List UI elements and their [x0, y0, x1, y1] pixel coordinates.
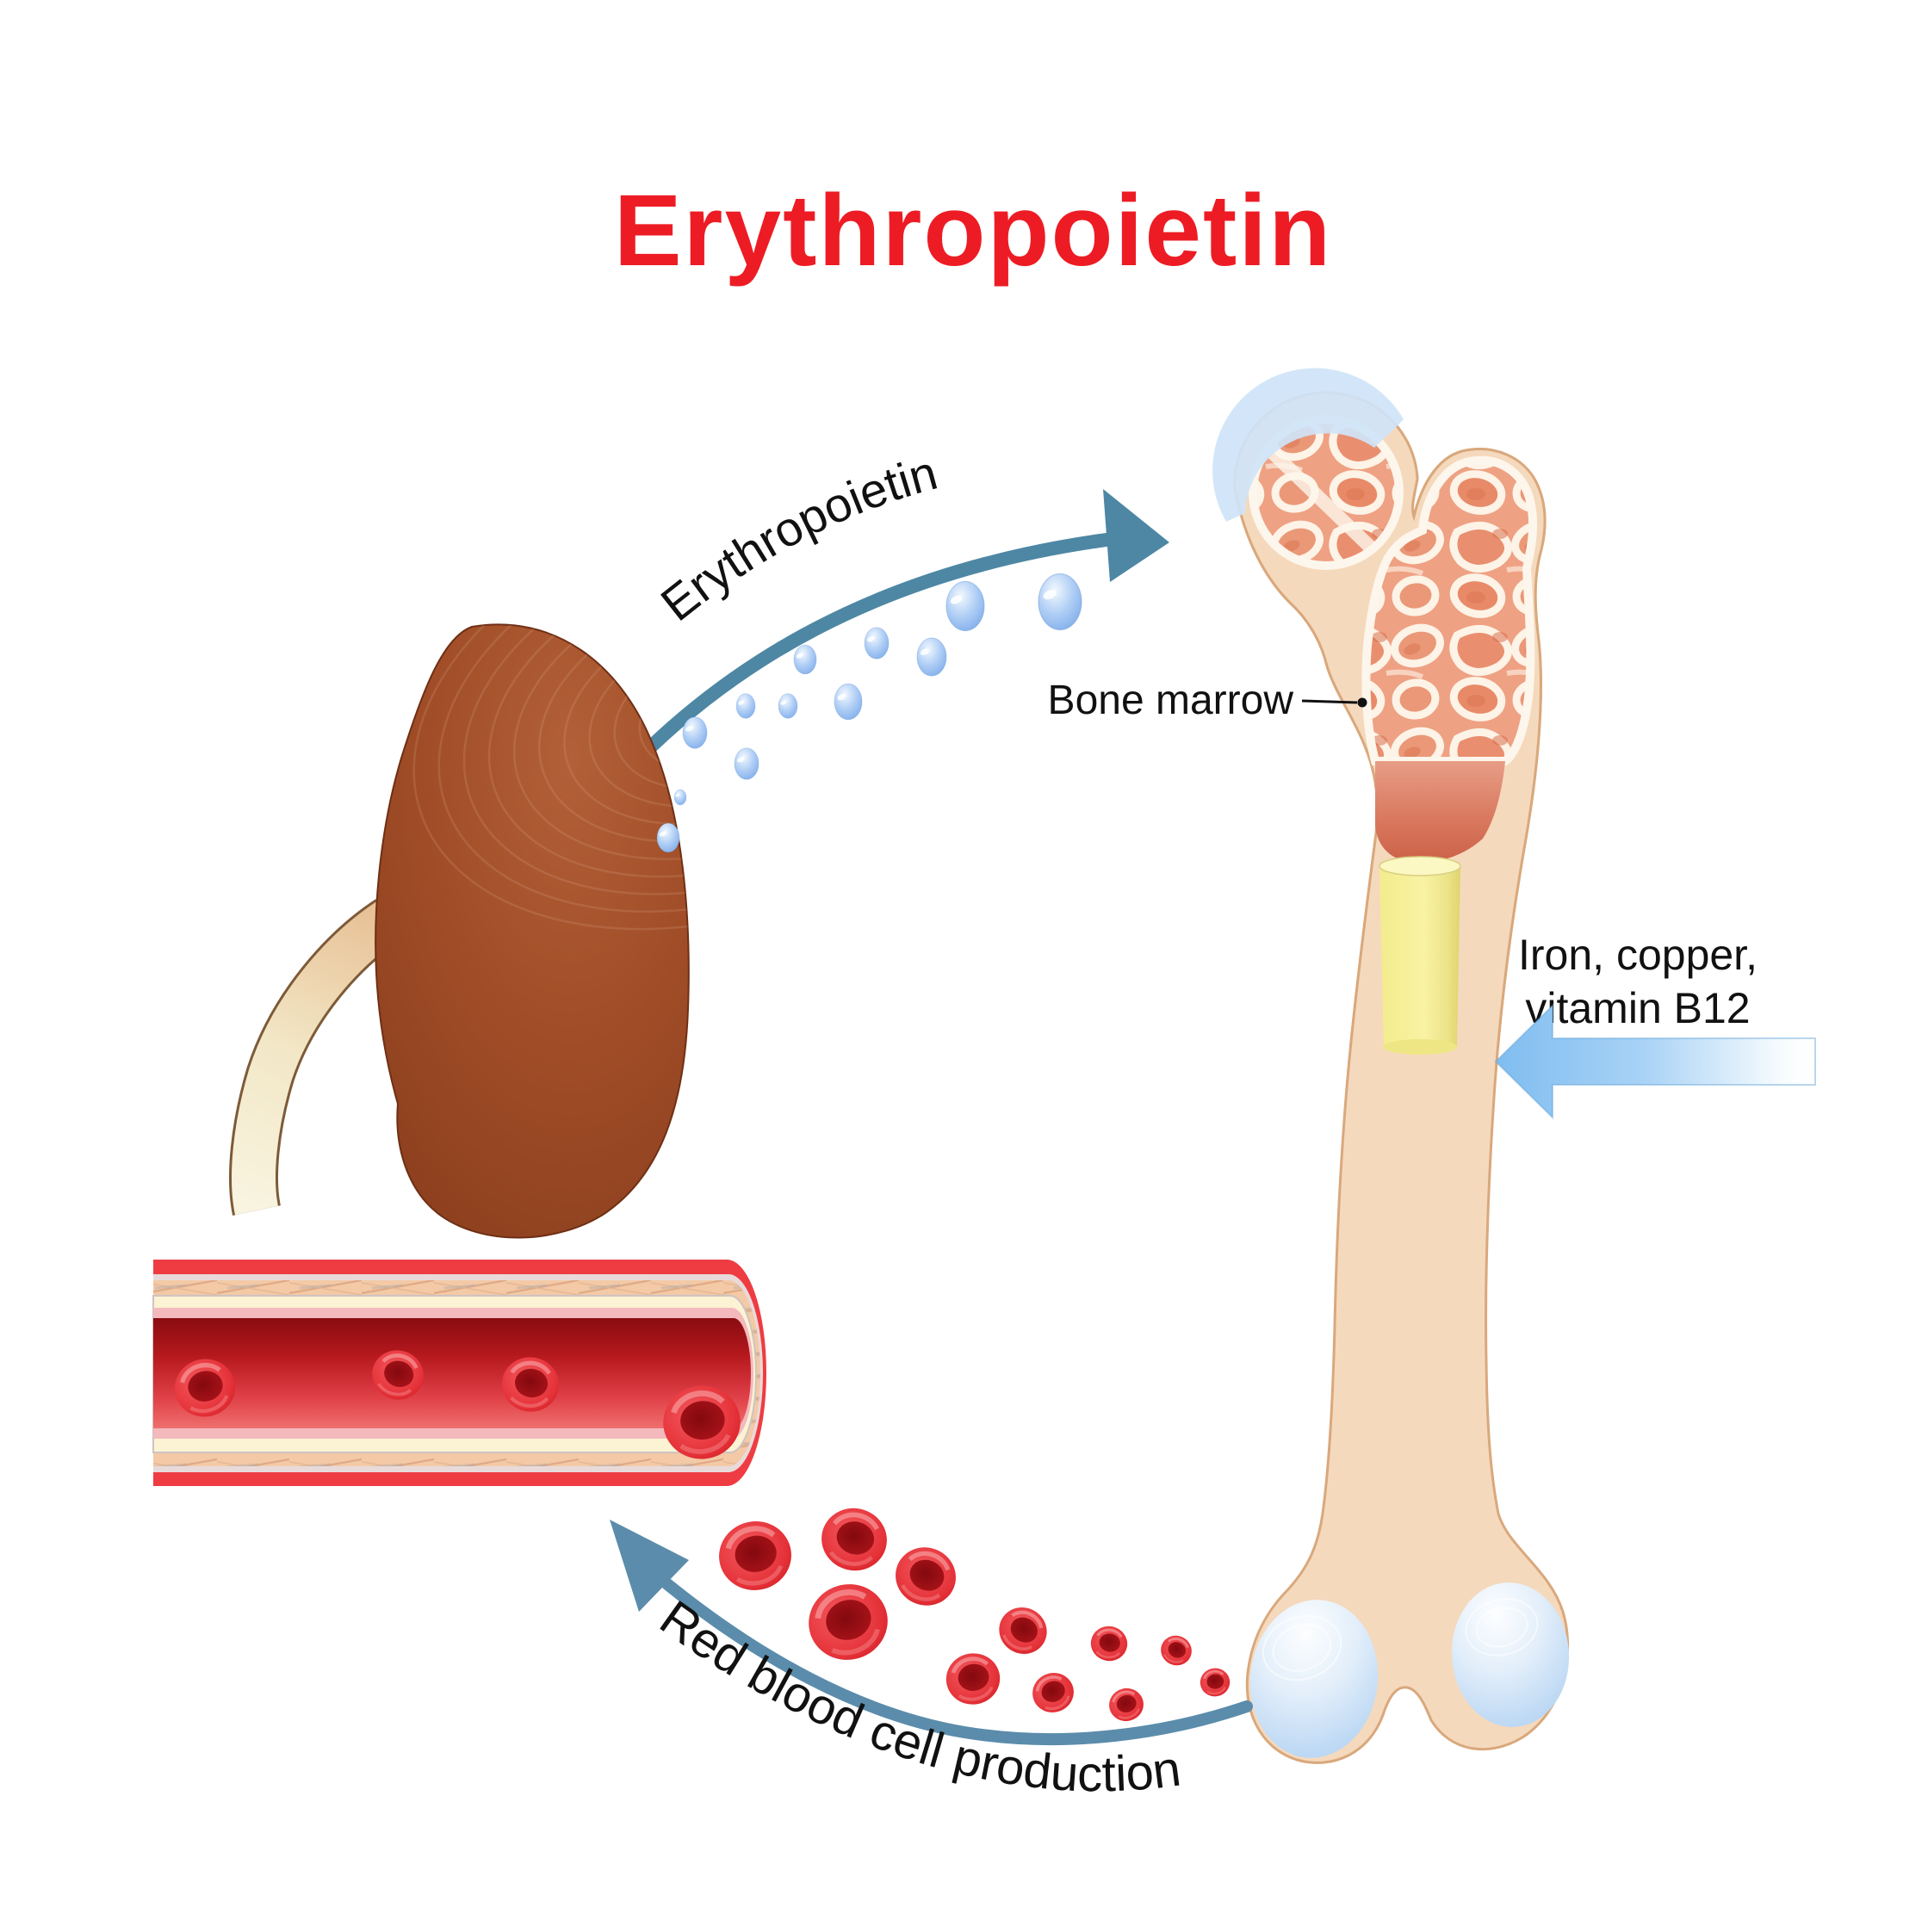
epo-droplet-icon: [656, 822, 680, 853]
epo-droplet-icon: [793, 644, 817, 675]
bone-marrow-pointer-dot: [1357, 697, 1367, 708]
bone-marrow-pointer-line: [1301, 699, 1358, 704]
kidney-striation-texture: [412, 624, 689, 931]
femur-illustration: [1212, 368, 1570, 1764]
nutrients-callout: Iron, copper, vitamin B12: [1494, 931, 1816, 1120]
epo-droplet-icon: [735, 693, 756, 719]
red-blood-cell-icon: [887, 1539, 964, 1614]
blood-vessel-illustration: [152, 1260, 766, 1486]
epo-droplet-icon: [673, 789, 687, 806]
bone-marrow-label: Bone marrow: [1048, 678, 1294, 723]
cartilage-cap: [1212, 368, 1404, 522]
nutrients-arrow-icon: [1494, 1003, 1816, 1120]
epo-droplet-icon: [1038, 573, 1082, 631]
red-blood-cell-icon: [1104, 1683, 1149, 1726]
spongy-bone-shaft: [1361, 455, 1538, 765]
nutrients-label-line1: Iron, copper,: [1518, 931, 1758, 979]
epo-arrow-label: Erythropoietin: [651, 445, 943, 631]
production-arrow-label: Red blood cell production: [650, 1589, 1184, 1802]
epo-droplet-icon: [945, 580, 985, 632]
bone-marrow-callout: Bone marrow: [1048, 678, 1367, 723]
red-blood-cell-icon: [990, 1599, 1055, 1663]
red-blood-cell-icon: [943, 1650, 1003, 1707]
red-blood-cell-icon: [1025, 1665, 1082, 1720]
kidney-illustration: [375, 623, 690, 1239]
spongy-highlight: [1262, 443, 1379, 556]
red-blood-cell-icon: [1087, 1621, 1131, 1666]
epo-droplet-icon: [864, 627, 890, 659]
vessel-lumen: [153, 1318, 751, 1428]
epo-droplet-icon: [682, 716, 708, 749]
nutrients-label-line2: vitamin B12: [1525, 984, 1750, 1032]
yellow-marrow: [1379, 856, 1461, 1055]
epo-droplet-icon: [834, 683, 863, 721]
red-blood-cell-icon: [799, 1574, 898, 1670]
red-blood-cell-icon: [714, 1515, 797, 1595]
epo-arrow-icon: [608, 489, 1169, 790]
condyles: [1249, 1582, 1570, 1758]
red-blood-cell-icon: [1197, 1665, 1233, 1700]
red-blood-cell-icon: [1155, 1629, 1198, 1672]
epo-droplet-icon: [916, 637, 947, 677]
epo-droplet-icon: [734, 747, 759, 780]
ureter: [229, 899, 403, 1216]
page-title: Erythropoietin: [614, 174, 1332, 288]
epo-droplets: [656, 573, 1082, 853]
red-marrow: [1375, 761, 1505, 863]
red-blood-cell-icon: [815, 1502, 893, 1577]
epo-droplet-icon: [778, 693, 798, 719]
production-arrow-icon: [610, 1520, 1253, 1746]
